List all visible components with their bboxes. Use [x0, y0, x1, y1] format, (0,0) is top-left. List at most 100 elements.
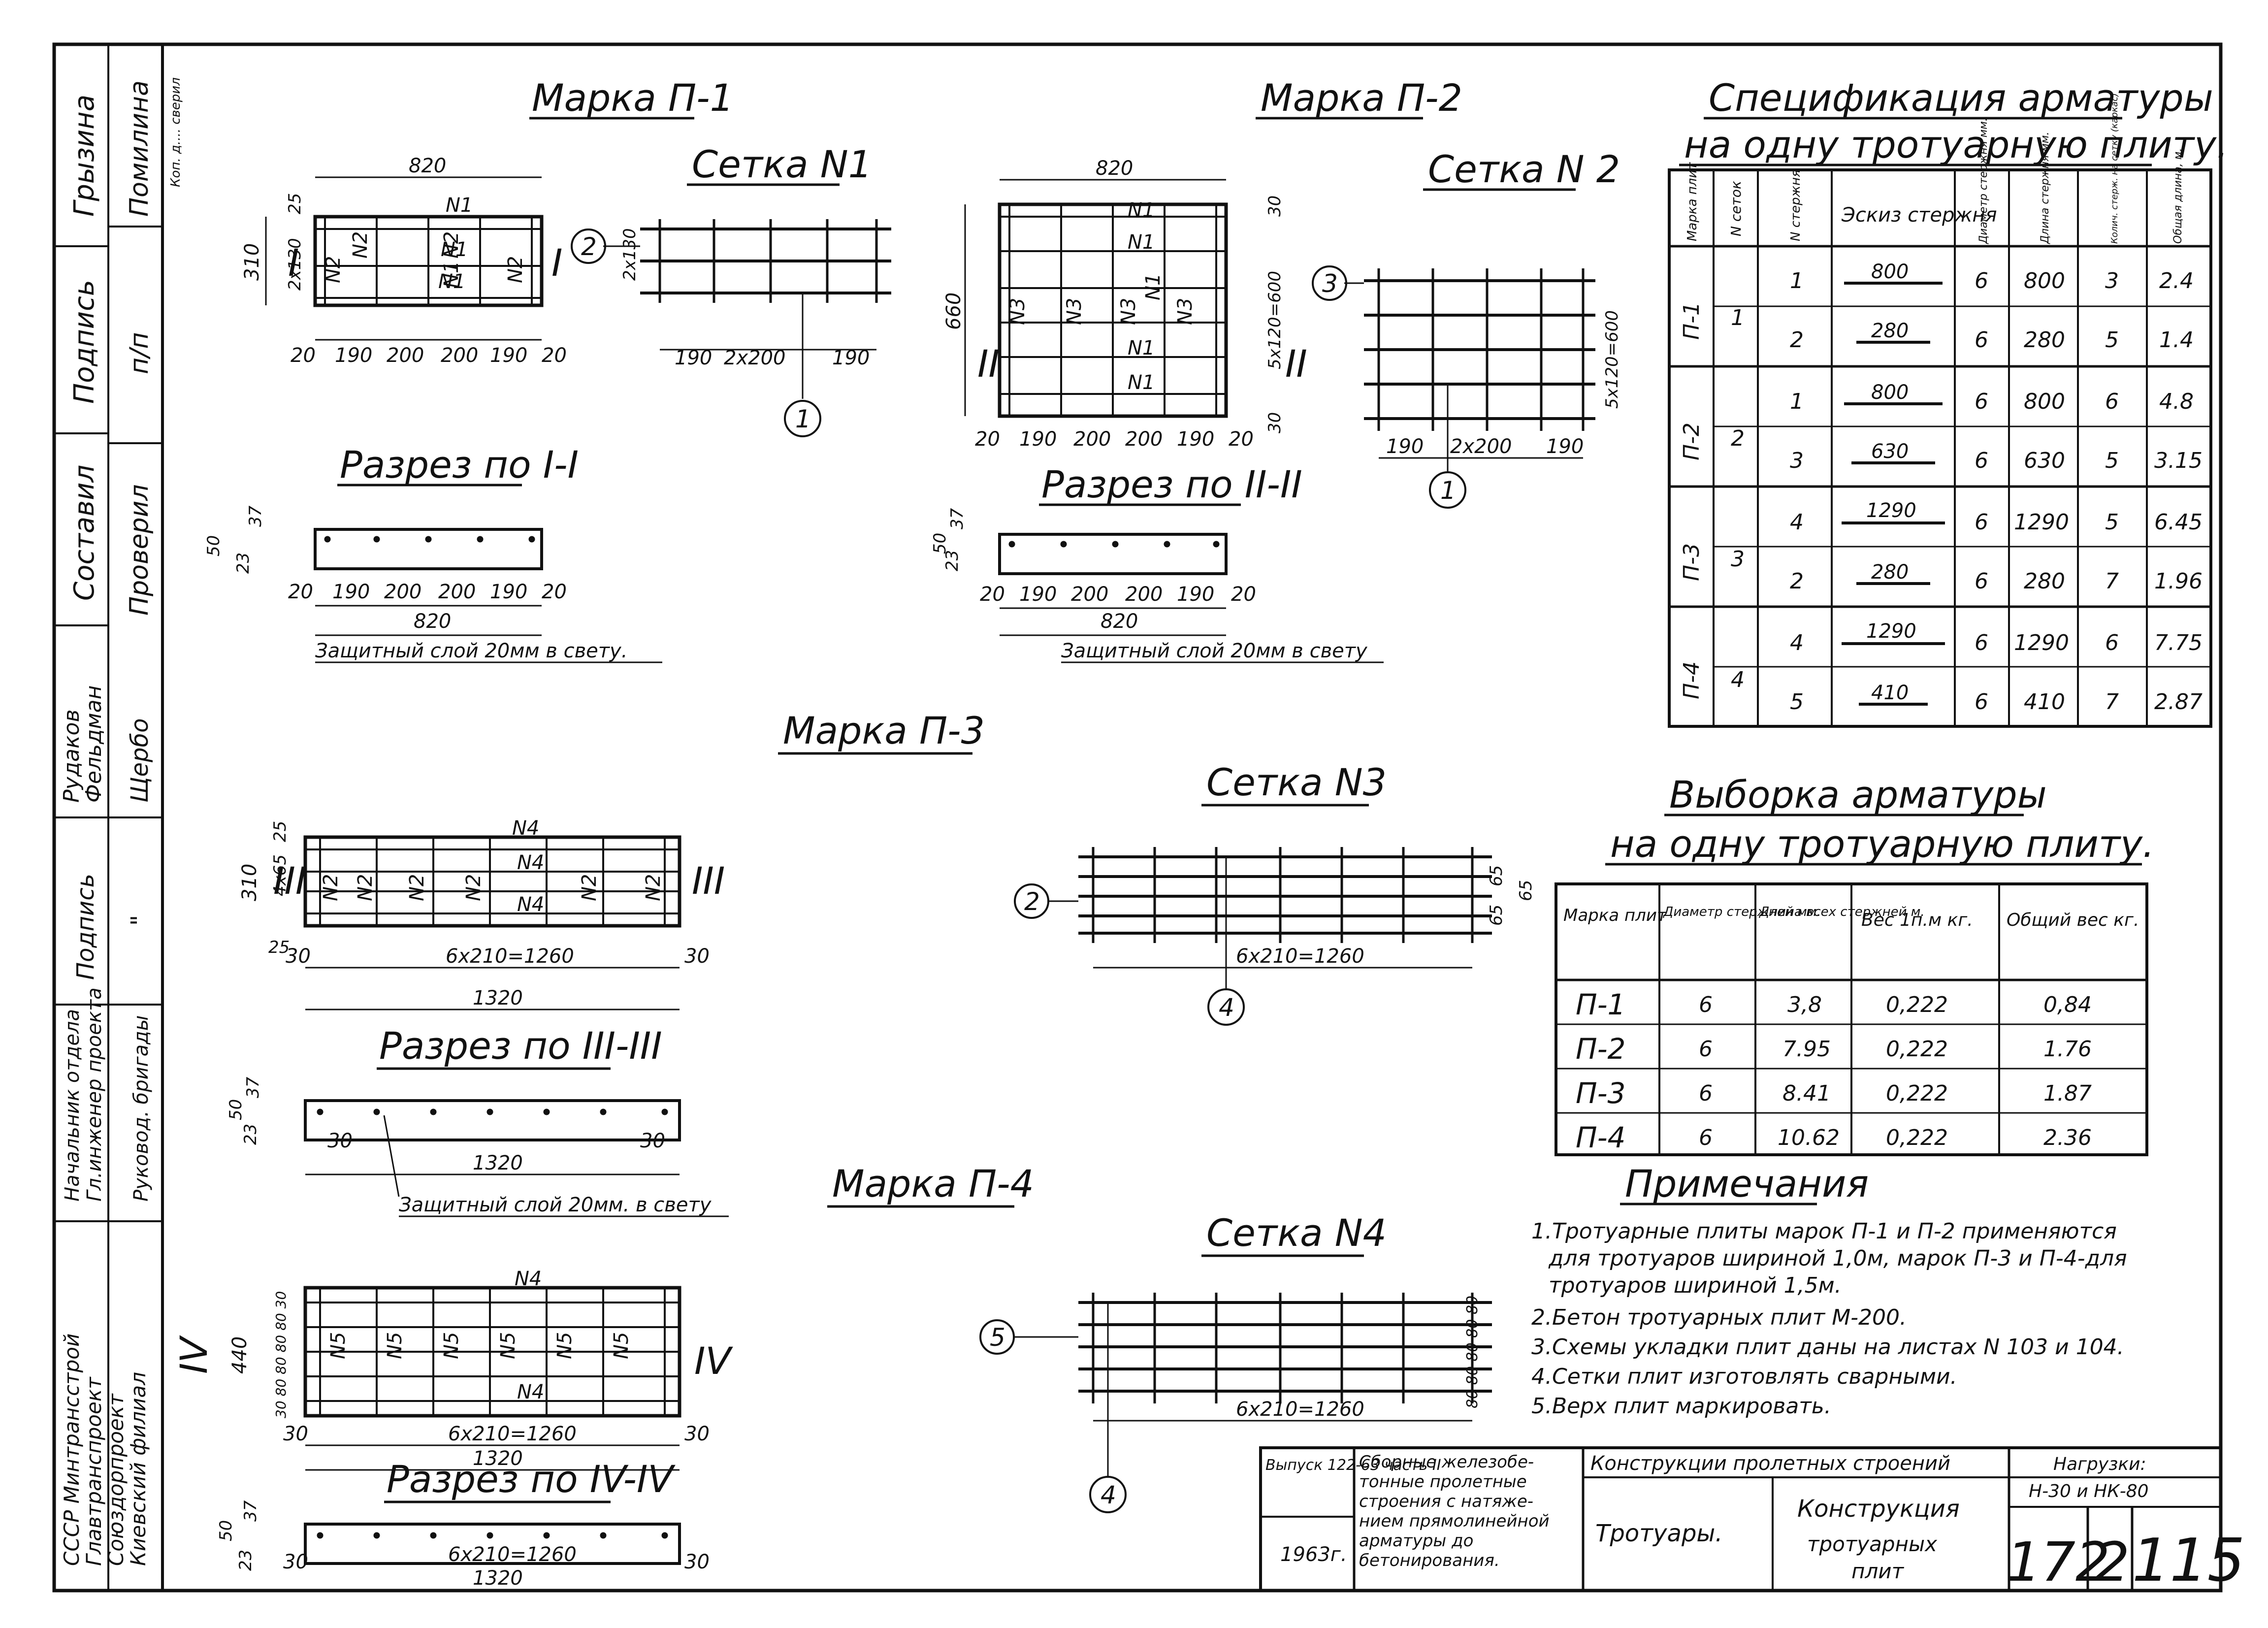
- callout-2b: 2: [1024, 887, 1040, 916]
- p1-title: Марка П-1: [532, 76, 734, 120]
- spec-row: П-3 3 4 1290 6 1290 5 6.45: [1679, 499, 2203, 581]
- sel-r3-total: 1.87: [2043, 1081, 2092, 1106]
- p2-sec-d3: 200: [1071, 583, 1108, 606]
- p2-dim-h: 660: [942, 293, 965, 330]
- p2-mesh-d2: 2х200: [1450, 435, 1512, 458]
- spec-r1-d: 6: [1975, 268, 1988, 293]
- p1-cell-4: N2: [440, 231, 463, 259]
- sel-row: П-2 6 7.95 0,222 1.76: [1576, 1032, 2092, 1066]
- sel-r4-len: 10.62: [1778, 1125, 1840, 1150]
- p2-cell-3: N3: [1063, 298, 1086, 325]
- sel-r2-w: 0,222: [1886, 1037, 1948, 1062]
- p1-bot-4: 200: [441, 344, 478, 367]
- p1-section-title: Разрез по I-I: [340, 443, 579, 487]
- p1-cell-5: N2: [504, 256, 527, 283]
- stamp-desc-5: арматуры до: [1359, 1531, 1473, 1551]
- p4-bot-2: 6х210=1260: [448, 1423, 577, 1445]
- p1-cell-1: N1: [446, 194, 473, 217]
- p1-mesh-title: Сетка N1: [692, 142, 872, 186]
- p1-sec-total: 820: [414, 610, 451, 633]
- p4-bot-1: 30: [283, 1423, 308, 1445]
- p1-sec-d1: 20: [288, 581, 313, 603]
- p4-section: Разрез по IV-IV 37 50 23 30 6х210=1260 3…: [216, 1457, 710, 1590]
- spec-r1-qty: 3: [2105, 268, 2119, 293]
- p3-mark-r: III: [692, 859, 725, 903]
- spec-r7-sketch: 1290: [1866, 620, 1916, 643]
- note-line-7: 5.Верх плит маркировать.: [1531, 1394, 1831, 1419]
- callout-1b: 1: [1440, 476, 1456, 505]
- p4-sec-d2: 6х210=1260: [448, 1543, 577, 1566]
- p2-sec-v1: 37: [947, 508, 967, 529]
- p4-mark-l: IV: [172, 1335, 216, 1374]
- p1-bot-6: 20: [542, 344, 567, 367]
- stamp-loads-2: Н-30 и НК-80: [2029, 1481, 2149, 1501]
- callout-1a: 1: [795, 405, 811, 433]
- strip-11: Фельдман: [81, 685, 106, 803]
- p2-group: Марка П-2 N1 N3 N3 N3 N1 N1 N1 N1 N3 8: [930, 76, 1622, 663]
- p2-bot-6: 20: [1229, 428, 1254, 451]
- strip-1: Грызина: [68, 95, 100, 217]
- spec-r8-rod: 5: [1790, 689, 1804, 715]
- p2-mesh-d3: 190: [1546, 435, 1584, 458]
- p3-dim-h: 310: [238, 864, 261, 901]
- spec-r7-d: 6: [1975, 630, 1988, 655]
- callout-2a: 2: [581, 232, 597, 261]
- spec-r4-rod: 3: [1790, 448, 1804, 473]
- note-line-5: 3.Схемы укладки плит даны на листах N 10…: [1531, 1335, 2124, 1360]
- p2-cell-8: N1: [1142, 273, 1165, 300]
- spec-row: 2 280 6 280 7 1.96: [1790, 561, 2203, 594]
- p3-sec-v3: 23: [241, 1124, 260, 1145]
- p2-sec-d1: 20: [980, 583, 1005, 606]
- strip-17: Руковод. бригады: [130, 1015, 153, 1202]
- stamp-name-2: тротуарных: [1807, 1532, 1938, 1556]
- p1-sec-d5: 190: [490, 581, 527, 603]
- spec-r4-total: 3.15: [2154, 448, 2203, 473]
- stamp-desc-6: бетонирования.: [1359, 1551, 1500, 1570]
- stamp-name-3: плит: [1851, 1559, 1905, 1583]
- p4-cell-1: N4: [515, 1268, 542, 1290]
- strip-18: Союздорпроект: [104, 1393, 128, 1566]
- spec-r7-len: 1290: [2014, 630, 2069, 655]
- p3-bot-3: 30: [684, 945, 710, 968]
- p2-bot-5: 190: [1177, 428, 1214, 451]
- spec-r7-mark: П-4: [1679, 661, 1704, 699]
- spec-table: Спецификация арматуры на одну тротуарную…: [1668, 76, 2228, 728]
- spec-r6-rod: 2: [1790, 569, 1804, 594]
- p4-sec-v1: 37: [241, 1500, 260, 1522]
- strip-15: Щербо: [126, 718, 154, 803]
- sel-r4-d: 6: [1699, 1125, 1713, 1150]
- spec-r1-sketch: 800: [1871, 260, 1909, 283]
- spec-r3-len: 800: [2024, 389, 2065, 414]
- sel-r3-w: 0,222: [1886, 1081, 1948, 1106]
- p4-mesh-title: Сетка N4: [1206, 1211, 1387, 1255]
- stamp-section: Конструкции пролетных строений: [1590, 1452, 1950, 1475]
- p4-sec-d3: 30: [684, 1551, 710, 1573]
- stamp-sub: Тротуары.: [1595, 1520, 1723, 1547]
- spec-r3-qty: 6: [2105, 389, 2119, 414]
- spec-r2-qty: 5: [2105, 327, 2119, 353]
- spec-r8-sketch: 410: [1871, 682, 1909, 704]
- p1-dim-v2: 2х130: [285, 238, 305, 291]
- p1-dim-top: 820: [409, 155, 446, 177]
- p3-mesh-title: Сетка N3: [1206, 760, 1387, 804]
- p4-sec-v3: 23: [236, 1550, 256, 1571]
- spec-r4-sketch: 630: [1871, 440, 1909, 463]
- p1-cell-2: N2: [322, 256, 345, 283]
- spec-r4-qty: 5: [2105, 448, 2119, 473]
- p2-dim-top: 820: [1096, 157, 1133, 180]
- p4-group: Марка П-4 N4 N5 N5 N5 N5 N5 N5 N4 440: [172, 1162, 1492, 1590]
- spec-r7-mesh: 4: [1731, 667, 1745, 692]
- p2-protect: Защитный слой 20мм в свету: [1061, 640, 1368, 662]
- p1-sec-d6: 20: [542, 581, 567, 603]
- p3-cell-1: N4: [512, 817, 539, 840]
- stamp-issue: Выпуск 122-63 часть II: [1265, 1457, 1441, 1474]
- spec-h6: Длина стержня мм.: [2039, 132, 2051, 244]
- p1-bot-1: 20: [291, 344, 316, 367]
- note-line-1: 1.Тротуарные плиты марок П-1 и П-2 приме…: [1531, 1219, 2117, 1244]
- p1-section: Разрез по I-I 37 50 23 20 190 200 200 19…: [204, 443, 662, 663]
- strip-9: п/п: [125, 332, 154, 374]
- spec-h4: Эскиз стержня: [1841, 204, 1997, 227]
- p3-section: Разрез по III-III 37 50 23 30 1320 30 За…: [226, 1024, 729, 1217]
- spec-r5-mark: П-3: [1679, 543, 1704, 581]
- p2-cell-2: N3: [1006, 298, 1029, 325]
